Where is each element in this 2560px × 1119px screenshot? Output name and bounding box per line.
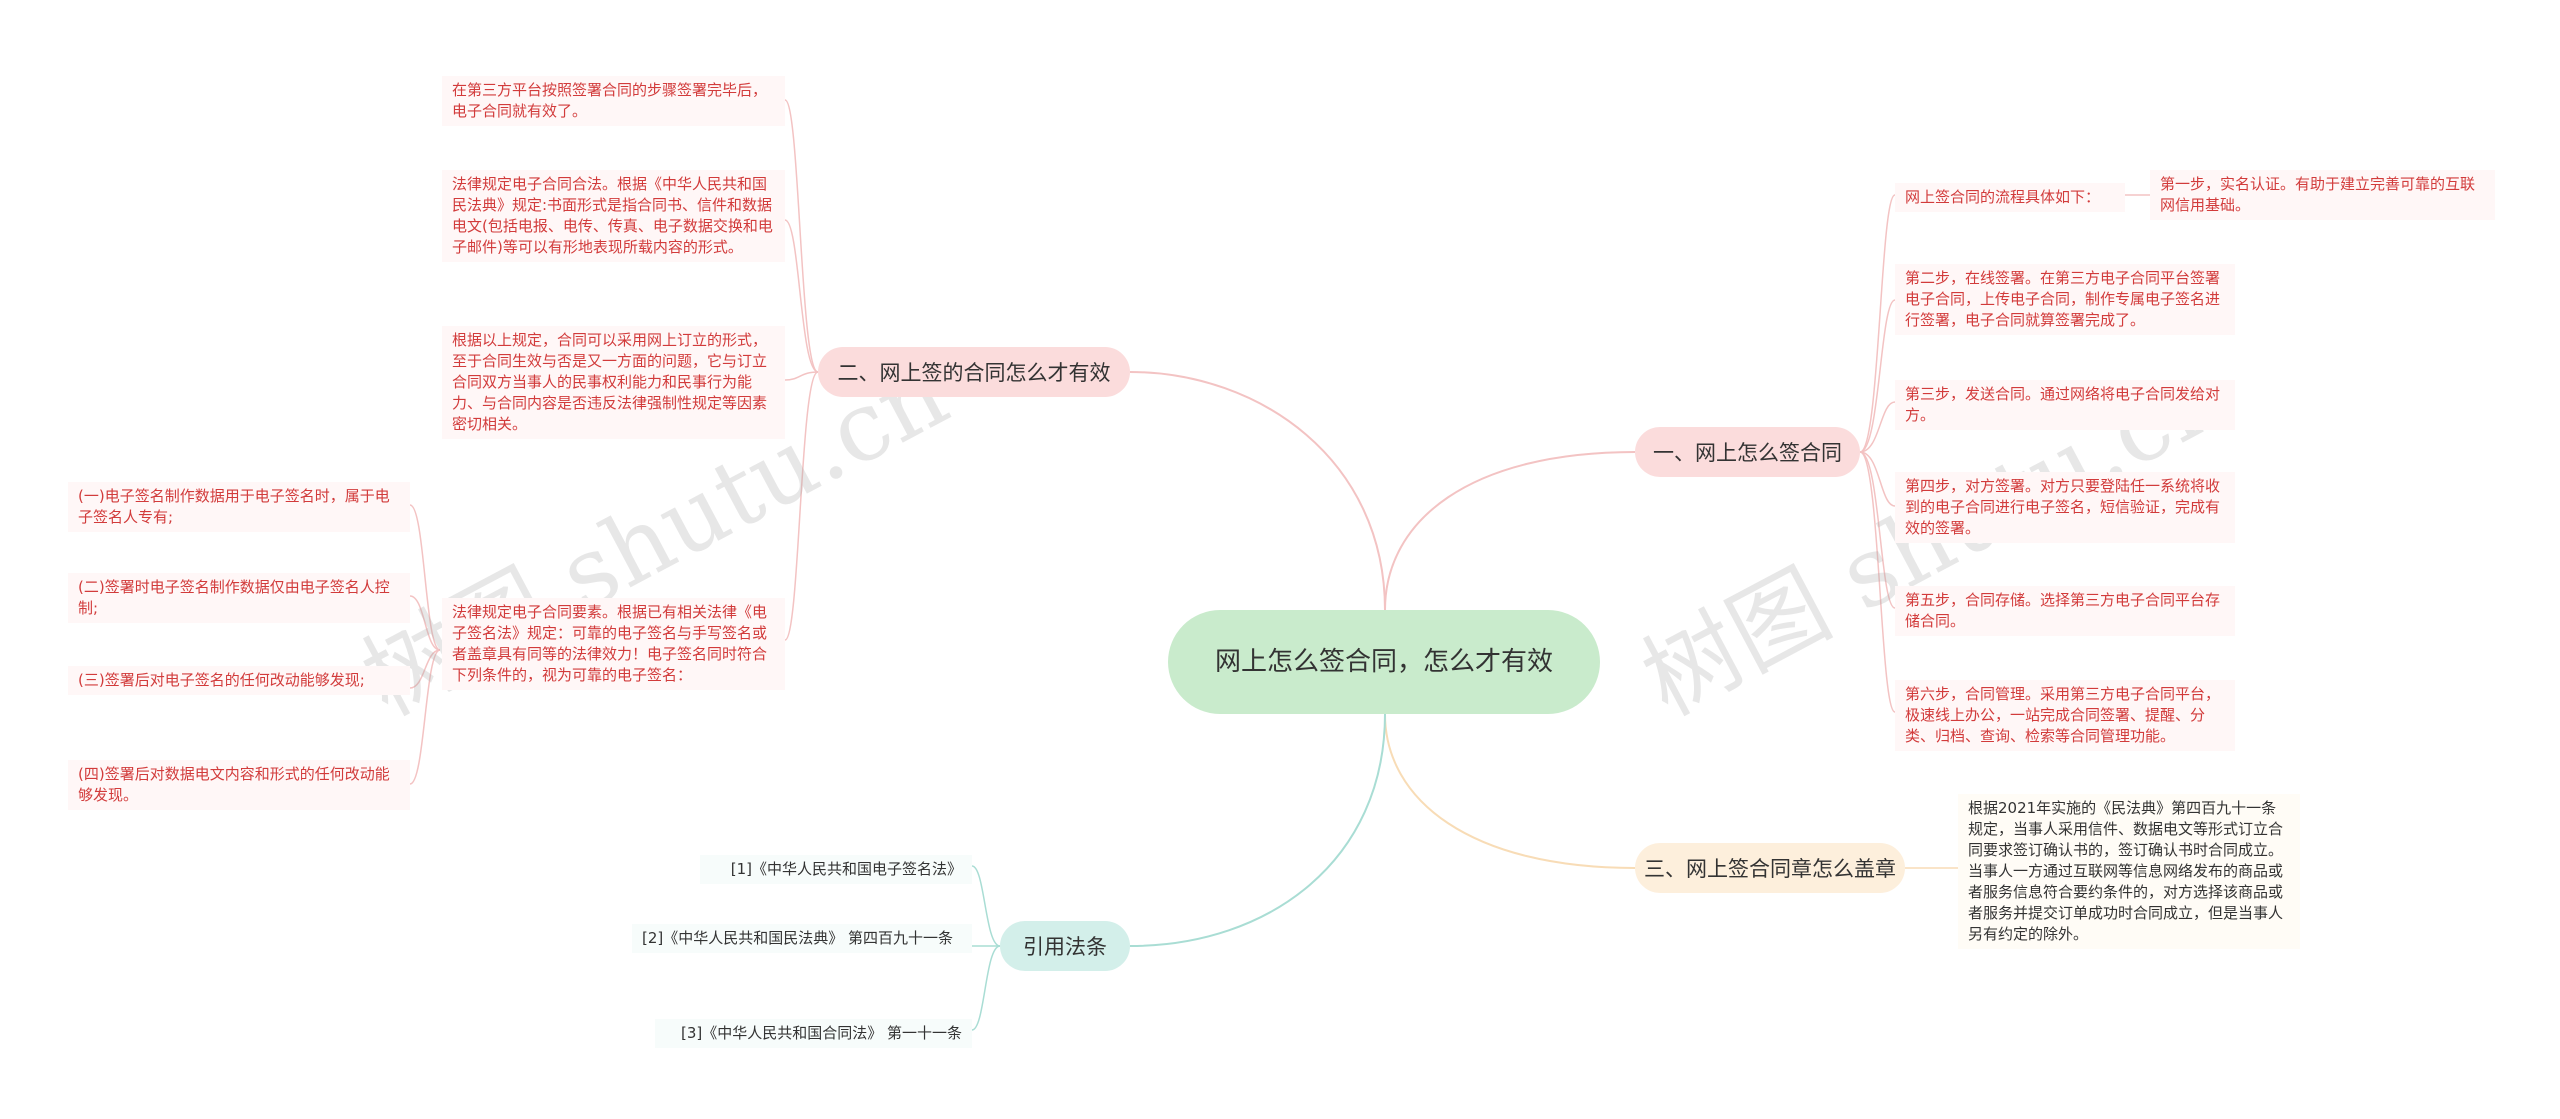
leaf-step-2[interactable]: 第二步，在线签署。在第三方电子合同平台签署电子合同，上传电子合同，制作专属电子签… xyxy=(1895,264,2235,335)
leaf-law-ref-1[interactable]: [1]《中华人民共和国电子签名法》 xyxy=(700,855,972,884)
branch-how-to-sign[interactable]: 一、网上怎么签合同 xyxy=(1635,427,1860,477)
link-center-laws xyxy=(1129,713,1386,947)
central-topic[interactable]: 网上怎么签合同，怎么才有效 xyxy=(1168,610,1600,714)
leaf-step-4[interactable]: 第四步，对方签署。对方只要登陆任一系统将收到的电子合同进行电子签名，短信验证，完… xyxy=(1895,472,2235,543)
leaf-validity-form[interactable]: 根据以上规定，合同可以采用网上订立的形式，至于合同生效与否是又一方面的问题，它与… xyxy=(442,326,785,439)
leaf-validity-signed[interactable]: 在第三方平台按照签署合同的步骤签署完毕后，电子合同就有效了。 xyxy=(442,76,785,126)
leaf-condition-2[interactable]: (二)签署时电子签名制作数据仅由电子签名人控制; xyxy=(68,573,410,623)
leaf-step-1[interactable]: 第一步，实名认证。有助于建立完善可靠的互联网信用基础。 xyxy=(2150,170,2495,220)
branch-seal[interactable]: 三、网上签合同章怎么盖章 xyxy=(1635,843,1905,893)
link-center-seal xyxy=(1384,713,1636,869)
branch-validity[interactable]: 二、网上签的合同怎么才有效 xyxy=(818,347,1130,397)
leaf-step-6[interactable]: 第六步，合同管理。采用第三方电子合同平台，极速线上办公，一站完成合同签署、提醒、… xyxy=(1895,680,2235,751)
branch-laws[interactable]: 引用法条 xyxy=(1000,921,1130,971)
leaf-seal-civil-code[interactable]: 根据2021年实施的《民法典》第四百九十一条规定，当事人采用信件、数据电文等形式… xyxy=(1958,794,2300,949)
leaf-validity-elements[interactable]: 法律规定电子合同要素。根据已有相关法律《电子签名法》规定：可靠的电子签名与手写签… xyxy=(442,598,785,690)
leaf-law-ref-3[interactable]: [3]《中华人民共和国合同法》 第一十一条 xyxy=(655,1019,972,1048)
leaf-process-intro[interactable]: 网上签合同的流程具体如下： xyxy=(1895,183,2125,212)
leaf-step-3[interactable]: 第三步，发送合同。通过网络将电子合同发给对方。 xyxy=(1895,380,2235,430)
leaf-step-5[interactable]: 第五步，合同存储。选择第三方电子合同平台存储合同。 xyxy=(1895,586,2235,636)
leaf-law-ref-2[interactable]: [2]《中华人民共和国民法典》 第四百九十一条 xyxy=(632,924,972,953)
leaf-condition-3[interactable]: (三)签署后对电子签名的任何改动能够发现; xyxy=(68,666,410,695)
leaf-condition-1[interactable]: (一)电子签名制作数据用于电子签名时，属于电子签名人专有; xyxy=(68,482,410,532)
link-center-validity xyxy=(1129,371,1386,611)
leaf-condition-4[interactable]: (四)签署后对数据电文内容和形式的任何改动能够发现。 xyxy=(68,760,410,810)
leaf-validity-legal[interactable]: 法律规定电子合同合法。根据《中华人民共和国民法典》规定:书面形式是指合同书、信件… xyxy=(442,170,785,262)
link-center-how-to-sign xyxy=(1384,451,1636,611)
